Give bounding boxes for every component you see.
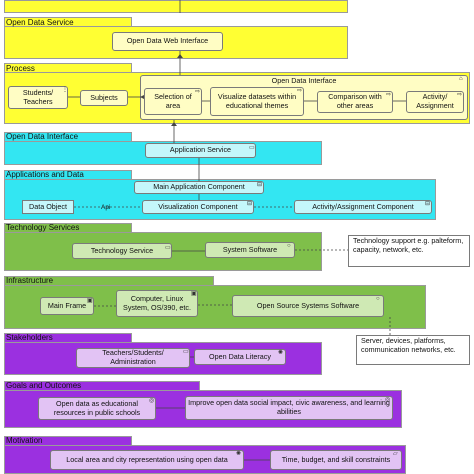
selection-of-area[interactable]: Selection of area <box>144 88 202 115</box>
local-area-representation[interactable]: Local area and city representation using… <box>50 450 244 470</box>
goal-icon: ◎ <box>385 397 391 403</box>
open-source-systems-software[interactable]: Open Source Systems Software <box>232 295 384 317</box>
process-arrow-icon: ⇨ <box>457 92 463 98</box>
main-application-component-label: Main Application Component <box>153 182 245 192</box>
improve-open-data-impact[interactable]: Improve open data social impact, civic a… <box>185 396 393 420</box>
visualize-datasets-label: Visualize datasets within educational th… <box>217 91 297 110</box>
server-devices-note: Server, devices, platforms, communicatio… <box>356 335 470 365</box>
impact-label: Improve open data social impact, civic a… <box>188 398 390 416</box>
application-service-label: Application Service <box>169 145 232 155</box>
subjects-object[interactable]: Subjects <box>80 90 128 106</box>
main-application-component[interactable]: Main Application Component <box>134 181 264 194</box>
comparison-other-areas[interactable]: Comparison with other areas <box>317 91 393 113</box>
process-title: Process <box>6 64 35 73</box>
open-data-service-title: Open Data Service <box>6 18 74 27</box>
process-arrow-icon: ⇨ <box>297 88 303 94</box>
applications-data-title: Applications and Data <box>6 170 84 179</box>
application-service[interactable]: Application Service <box>145 143 256 158</box>
driver-icon: ✺ <box>236 451 242 457</box>
technology-support-note: Technology support e.g. palteform, capac… <box>348 235 470 267</box>
technology-services-title: Technology Services <box>6 223 80 232</box>
component-icon: ⊟ <box>257 182 263 188</box>
top-strip <box>4 0 348 13</box>
technology-service[interactable]: Technology Service <box>72 243 172 259</box>
teachers-students-admin[interactable]: Teachers/Students/ Administration <box>76 348 190 368</box>
activity-assignment-component[interactable]: Activity/Assignment Component <box>294 200 432 214</box>
constraint-icon: ▱ <box>393 451 398 457</box>
system-software-label: System Software <box>222 244 278 254</box>
open-data-interface-title: Open Data Interface <box>6 132 79 141</box>
visualize-datasets[interactable]: Visualize datasets within educational th… <box>210 87 304 116</box>
activity-assignment-process[interactable]: Activity/ Assignment <box>406 91 464 113</box>
selection-of-area-label: Selection of area <box>154 91 192 110</box>
data-object[interactable]: Data Object <box>22 200 74 214</box>
process-arrow-icon: ⇨ <box>386 92 392 98</box>
open-data-interface-group-title: Open Data Interface <box>271 76 337 85</box>
open-data-web-interface[interactable]: Open Data Web Interface <box>112 32 223 51</box>
component-icon: ⊟ <box>247 201 253 207</box>
visualization-component-label: Visualization Component <box>158 201 238 211</box>
node-icon: ▣ <box>87 298 93 304</box>
process-arrow-icon: ⇨ <box>195 89 201 95</box>
computer-label: Computer, Linux System, OS/390, etc. <box>123 293 191 312</box>
technology-service-label: Technology Service <box>90 245 154 255</box>
api-label: Api <box>101 204 111 211</box>
open-data-web-interface-label: Open Data Web Interface <box>126 36 209 46</box>
comparison-label: Comparison with other areas <box>328 92 382 110</box>
time-budget-constraints[interactable]: Time, budget, and skill constraints <box>270 450 402 470</box>
educational-label: Open data as educational resources in pu… <box>53 398 141 417</box>
teachers-label: Teachers/Students/ Administration <box>102 348 164 366</box>
software-icon: ○ <box>376 296 380 302</box>
actor-icon: ⋮ <box>62 87 68 93</box>
service-icon: ▭ <box>165 245 171 251</box>
system-software[interactable]: System Software <box>205 242 295 258</box>
main-frame[interactable]: Main Frame <box>40 297 94 315</box>
software-icon: ○ <box>287 243 291 249</box>
stakeholders-title: Stakeholders <box>6 333 53 342</box>
activity-component-label: Activity/Assignment Component <box>312 201 414 211</box>
driver-icon: ✺ <box>278 350 284 356</box>
open-data-literacy-label: Open Data Literacy <box>209 351 271 361</box>
goals-title: Goals and Outcomes <box>6 381 82 390</box>
open-source-label: Open Source Systems Software <box>256 300 360 310</box>
data-object-label: Data Object <box>29 201 67 211</box>
group-icon: ⌂ <box>459 76 463 82</box>
computer-linux-system[interactable]: Computer, Linux System, OS/390, etc. <box>116 290 198 317</box>
activity-assignment-label: Activity/ Assignment <box>416 92 454 110</box>
goal-icon: ◎ <box>149 398 155 404</box>
component-icon: ⊟ <box>425 201 431 207</box>
node-icon: ▣ <box>191 291 197 297</box>
open-data-educational-resources[interactable]: Open data as educational resources in pu… <box>38 397 156 420</box>
constraints-label: Time, budget, and skill constraints <box>281 454 391 464</box>
service-icon: ▭ <box>249 145 255 151</box>
infrastructure-title: Infrastructure <box>6 276 54 285</box>
visualization-component[interactable]: Visualization Component <box>142 200 254 214</box>
subjects-label: Subjects <box>90 92 118 102</box>
students-teachers-label: Students/ Teachers <box>22 87 54 106</box>
open-data-literacy[interactable]: Open Data Literacy <box>194 349 286 365</box>
students-teachers-actor[interactable]: Students/ Teachers <box>8 86 68 109</box>
stakeholder-icon: ▭ <box>183 349 189 355</box>
local-area-label: Local area and city representation using… <box>66 454 228 464</box>
main-frame-label: Main Frame <box>47 300 87 310</box>
motivation-title: Motivation <box>6 436 43 445</box>
